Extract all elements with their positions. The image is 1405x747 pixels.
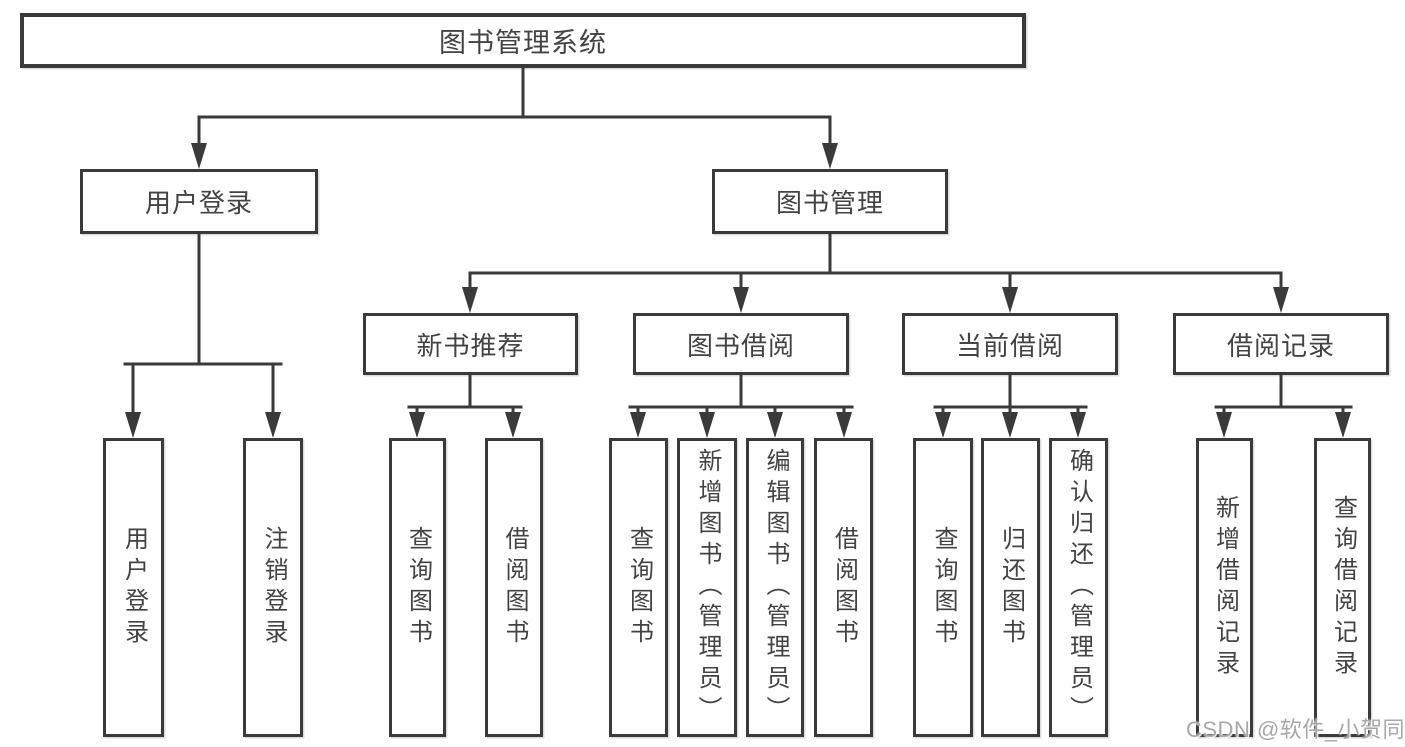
connector-book-mgmt-children: [468, 232, 1283, 293]
connector-book-borrow-children: [628, 373, 854, 418]
leaf-return-books-label: 归还图书: [997, 525, 1025, 650]
node-book-management: 图书管理: [712, 169, 948, 234]
node-user-login-label: 用户登录: [144, 188, 253, 218]
leaf-confirm-return-admin: 确认归还（管理员）: [1049, 438, 1108, 737]
leaf-query-books-newbook: 查询图书: [389, 438, 446, 737]
leaf-query-books-newbook-label: 查询图书: [404, 525, 432, 650]
node-borrow-record-label: 借阅记录: [1226, 330, 1335, 361]
leaf-logout: 注销登录: [243, 438, 303, 737]
leaf-query-borrow-record: 查询借阅记录: [1314, 438, 1371, 737]
leaf-edit-book-admin-label: 编辑图书（管理员）: [762, 448, 789, 727]
leaf-query-books-borrow-label: 查询图书: [625, 525, 653, 650]
leaf-query-borrow-record-label: 查询借阅记录: [1329, 494, 1357, 681]
leaf-borrow-books-newbook-label: 借阅图书: [501, 525, 528, 650]
leaf-user-login: 用户登录: [103, 438, 164, 737]
leaf-borrow-books-borrow: 借阅图书: [814, 438, 873, 737]
connector-user-login-children: [123, 232, 283, 418]
node-user-login: 用户登录: [80, 169, 318, 234]
node-new-book-recommend: 新书推荐: [363, 313, 578, 375]
leaf-edit-book-admin: 编辑图书（管理员）: [746, 438, 804, 737]
leaf-query-books-current: 查询图书: [913, 438, 973, 737]
csdn-watermark: CSDN @软件_小贺同学: [1186, 717, 1405, 742]
node-root-label: 图书管理系统: [439, 28, 607, 58]
node-book-management-label: 图书管理: [775, 188, 884, 218]
connector-root-to-level2: [197, 66, 832, 149]
leaf-add-book-admin: 新增图书（管理员）: [677, 438, 737, 737]
node-borrow-record: 借阅记录: [1173, 313, 1389, 375]
node-root: 图书管理系统: [20, 13, 1026, 68]
node-new-book-recommend-label: 新书推荐: [416, 330, 525, 361]
leaf-borrow-books-borrow-label: 借阅图书: [830, 525, 858, 650]
leaf-add-borrow-record-label: 新增借阅记录: [1211, 494, 1239, 681]
leaf-query-books-borrow: 查询图书: [609, 438, 668, 737]
connector-current-borrow-children: [933, 373, 1088, 418]
leaf-borrow-books-newbook: 借阅图书: [485, 438, 543, 737]
connector-new-book-children: [407, 373, 523, 418]
node-book-borrow-label: 图书借阅: [686, 330, 795, 361]
leaf-add-borrow-record: 新增借阅记录: [1196, 438, 1253, 737]
leaf-add-book-admin-label: 新增图书（管理员）: [694, 448, 721, 727]
leaf-confirm-return-admin-label: 确认归还（管理员）: [1065, 448, 1093, 727]
leaf-query-books-current-label: 查询图书: [930, 525, 957, 650]
leaf-logout-label: 注销登录: [260, 525, 287, 650]
leaf-user-login-label: 用户登录: [120, 525, 148, 650]
node-current-borrow: 当前借阅: [902, 313, 1118, 375]
connector-borrow-record-children: [1214, 373, 1353, 418]
node-current-borrow-label: 当前借阅: [955, 330, 1064, 361]
leaf-return-books: 归还图书: [981, 438, 1040, 737]
node-book-borrow: 图书借阅: [633, 313, 849, 375]
